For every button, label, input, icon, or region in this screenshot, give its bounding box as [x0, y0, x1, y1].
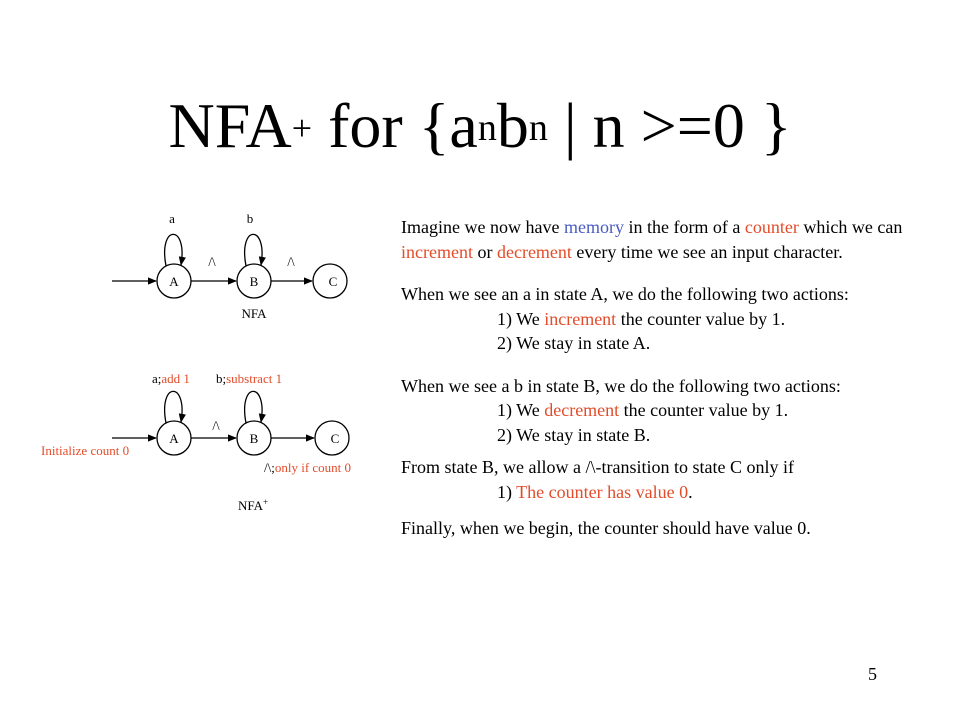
- title-sup-n1: n: [477, 107, 497, 149]
- state-b-action-2: 2) We stay in state B.: [497, 424, 651, 445]
- paragraph-transition: From state B, we allow a /\-transition t…: [401, 457, 794, 477]
- nfa-diagram: A B C a b /\ /\ NFA: [112, 211, 348, 321]
- explanation-text: Imagine we now have memory in the form o…: [401, 215, 951, 541]
- paragraph-state-b: When we see a b in state B, we do the fo…: [401, 375, 841, 396]
- nfa-plus-loop-b: [244, 390, 266, 424]
- nfa-plus-loop-b-label: b;substract 1: [216, 371, 282, 386]
- nfa-plus-init-label: Initialize count 0: [41, 443, 129, 458]
- nfa-loop-b-label: b: [247, 211, 254, 226]
- counter-highlight: counter: [744, 217, 799, 237]
- nfa-loop-a-label: a: [169, 211, 175, 226]
- nfa-plus-state-c-label: C: [331, 431, 340, 446]
- title-sup-plus: +: [291, 108, 313, 148]
- increment-highlight: increment: [401, 241, 473, 262]
- nfa-loop-b: [244, 233, 266, 267]
- paragraph-intro: Imagine we now have memory in the form o…: [401, 217, 903, 262]
- nfa-lambda-ab-label: /\: [208, 254, 216, 269]
- nfa-plus-lambda-bc-label: /\;only if count 0: [264, 460, 351, 475]
- state-a-action-1: 1) We increment the counter value by 1.: [497, 308, 786, 329]
- slide-title: NFA+ for {anbn | n >=0 }: [168, 90, 792, 161]
- nfa-plus-lambda-ab-label: /\: [212, 418, 220, 433]
- nfa-state-c-label: C: [329, 274, 338, 289]
- nfa-state-a-label: A: [169, 274, 179, 289]
- page-number: 5: [868, 664, 877, 684]
- nfa-state-c: [312, 263, 348, 299]
- paragraph-state-a: When we see an a in state A, we do the f…: [401, 284, 849, 304]
- state-a-action-2: 2) We stay in state A.: [497, 333, 651, 353]
- nfa-plus-state-a-label: A: [169, 431, 179, 446]
- nfa-caption: NFA: [241, 306, 267, 321]
- state-b-action-1: 1) We decrement the counter value by 1.: [497, 400, 789, 420]
- nfa-loop-a: [164, 233, 186, 267]
- decrement-highlight: decrement: [496, 241, 572, 262]
- nfa-state-b-label: B: [250, 274, 259, 289]
- nfa-lambda-bc-label: /\: [287, 254, 295, 269]
- nfa-plus-loop-a: [164, 390, 186, 424]
- nfa-plus-diagram: A B C a;add 1 b;substract 1 /\ Initializ…: [41, 371, 351, 513]
- memory-highlight: memory: [563, 217, 624, 237]
- nfa-plus-caption: NFA+: [238, 497, 268, 513]
- nfa-plus-state-b-label: B: [250, 431, 259, 446]
- transition-condition: 1) The counter has value 0.: [497, 481, 693, 502]
- nfa-plus-state-c: [314, 420, 350, 456]
- nfa-plus-loop-a-label: a;add 1: [152, 371, 190, 386]
- title-sup-n2: n: [528, 107, 548, 149]
- paragraph-initial: Finally, when we begin, the counter shou…: [401, 518, 811, 538]
